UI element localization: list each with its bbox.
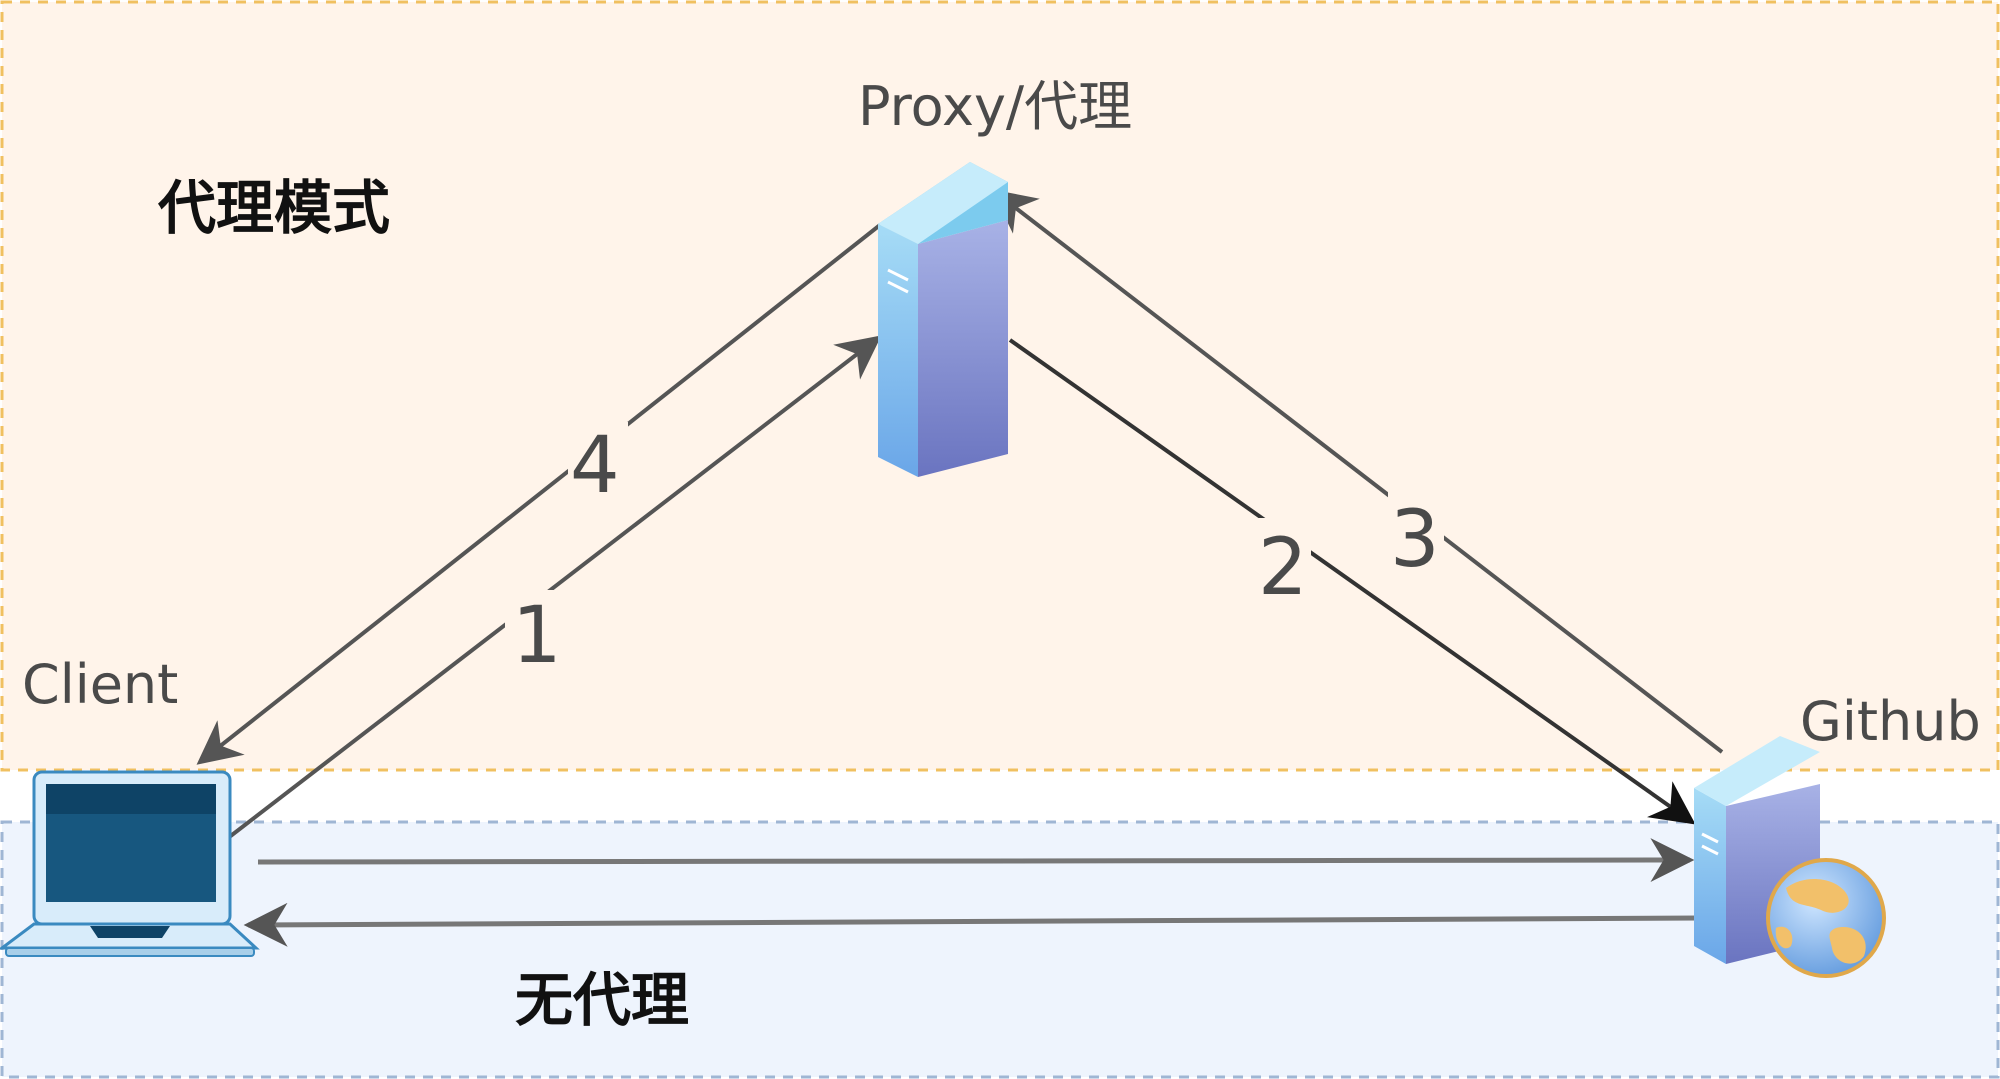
- proxy-label: Proxy/代理: [858, 75, 1132, 138]
- step-label-2: 2: [1255, 518, 1311, 613]
- arrow-4: [196, 223, 882, 765]
- svg-text:1: 1: [512, 591, 562, 681]
- arrow-3: [991, 189, 1724, 754]
- no-proxy-label: 无代理: [515, 966, 689, 1034]
- step-label-4: 4: [568, 421, 628, 511]
- svg-text:4: 4: [570, 421, 620, 511]
- proxy-server-icon: [878, 162, 1008, 477]
- svg-text:3: 3: [1390, 495, 1440, 585]
- step-label-1: 1: [505, 590, 562, 681]
- svg-text:2: 2: [1258, 523, 1308, 613]
- proxy-mode-label: 代理模式: [157, 174, 390, 242]
- laptop-icon: [0, 770, 260, 957]
- arrow-direct-request: [257, 838, 1695, 883]
- arrow-direct-response: [243, 902, 1701, 947]
- arrow-2: [1008, 338, 1696, 825]
- arrow-1: [226, 335, 882, 840]
- client-label: Client: [22, 653, 178, 716]
- step-label-3: 3: [1388, 492, 1444, 585]
- globe-icon: [1766, 858, 1886, 978]
- github-label: Github: [1800, 690, 1981, 753]
